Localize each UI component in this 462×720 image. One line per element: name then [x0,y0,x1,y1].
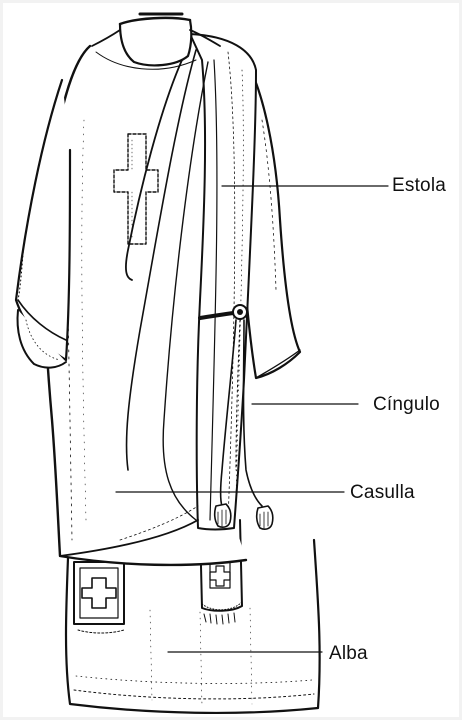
alba-garment [66,540,320,713]
alba-embroidery-panel [74,562,124,633]
cingulo-tassel-right [257,506,273,529]
cingulo-tassel-left [215,504,231,527]
label-cingulo: Cíngulo [373,394,440,416]
label-estola: Estola [392,175,446,197]
label-alba: Alba [329,643,368,665]
label-casulla: Casulla [350,482,415,504]
left-sleeve [16,80,70,368]
